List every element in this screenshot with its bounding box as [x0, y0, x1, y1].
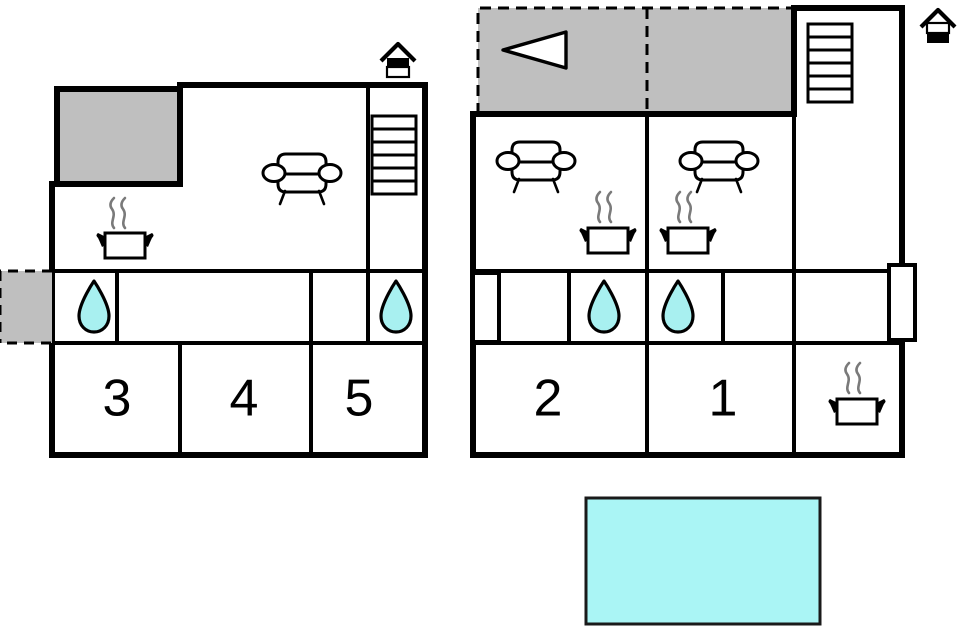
left-cooking-pot-icon	[95, 231, 155, 260]
right-sofa-icon-2	[678, 140, 760, 194]
right-water-drop-icon-1	[587, 279, 621, 334]
room-number-5: 5	[345, 370, 374, 428]
left-stairs-icon	[370, 114, 418, 196]
right-cooking-pot-icon-2	[658, 226, 718, 255]
right-building-outline	[470, 5, 905, 458]
right-steam-icon-2	[675, 190, 693, 224]
room-number-4: 4	[230, 370, 259, 428]
right-internal-walls	[473, 114, 902, 455]
left-building[interactable]: 3 4 5	[0, 44, 428, 458]
left-water-drop-icon-1	[77, 279, 111, 334]
right-steam-icon-1	[595, 190, 613, 224]
left-terrace-wall	[57, 89, 183, 187]
left-sofa-icon	[261, 152, 343, 206]
right-cooking-pot-icon-1	[578, 226, 638, 255]
swimming-pool	[584, 496, 822, 626]
right-stairs-icon	[806, 22, 854, 104]
right-door-icon-left[interactable]	[471, 271, 501, 344]
left-terrace-area	[55, 87, 180, 184]
right-steam-icon-3	[844, 361, 862, 395]
room-number-1: 1	[709, 370, 738, 428]
right-water-drop-icon-2	[661, 279, 695, 334]
right-building[interactable]: 2 1	[470, 5, 955, 458]
left-steam-icon	[109, 196, 127, 230]
left-annex-area	[0, 269, 52, 345]
right-terrace-area	[476, 6, 794, 114]
right-cooking-pot-icon-3	[827, 397, 887, 426]
right-door-icon-right[interactable]	[887, 263, 917, 342]
right-house-marker-icon	[921, 10, 955, 43]
right-direction-arrow-icon	[501, 30, 568, 70]
left-internal-walls	[52, 85, 425, 455]
left-house-marker-icon	[381, 44, 415, 77]
left-water-drop-icon-2	[379, 279, 413, 334]
room-number-3: 3	[103, 370, 132, 428]
room-number-2: 2	[534, 370, 563, 428]
right-sofa-icon-1	[495, 140, 577, 194]
